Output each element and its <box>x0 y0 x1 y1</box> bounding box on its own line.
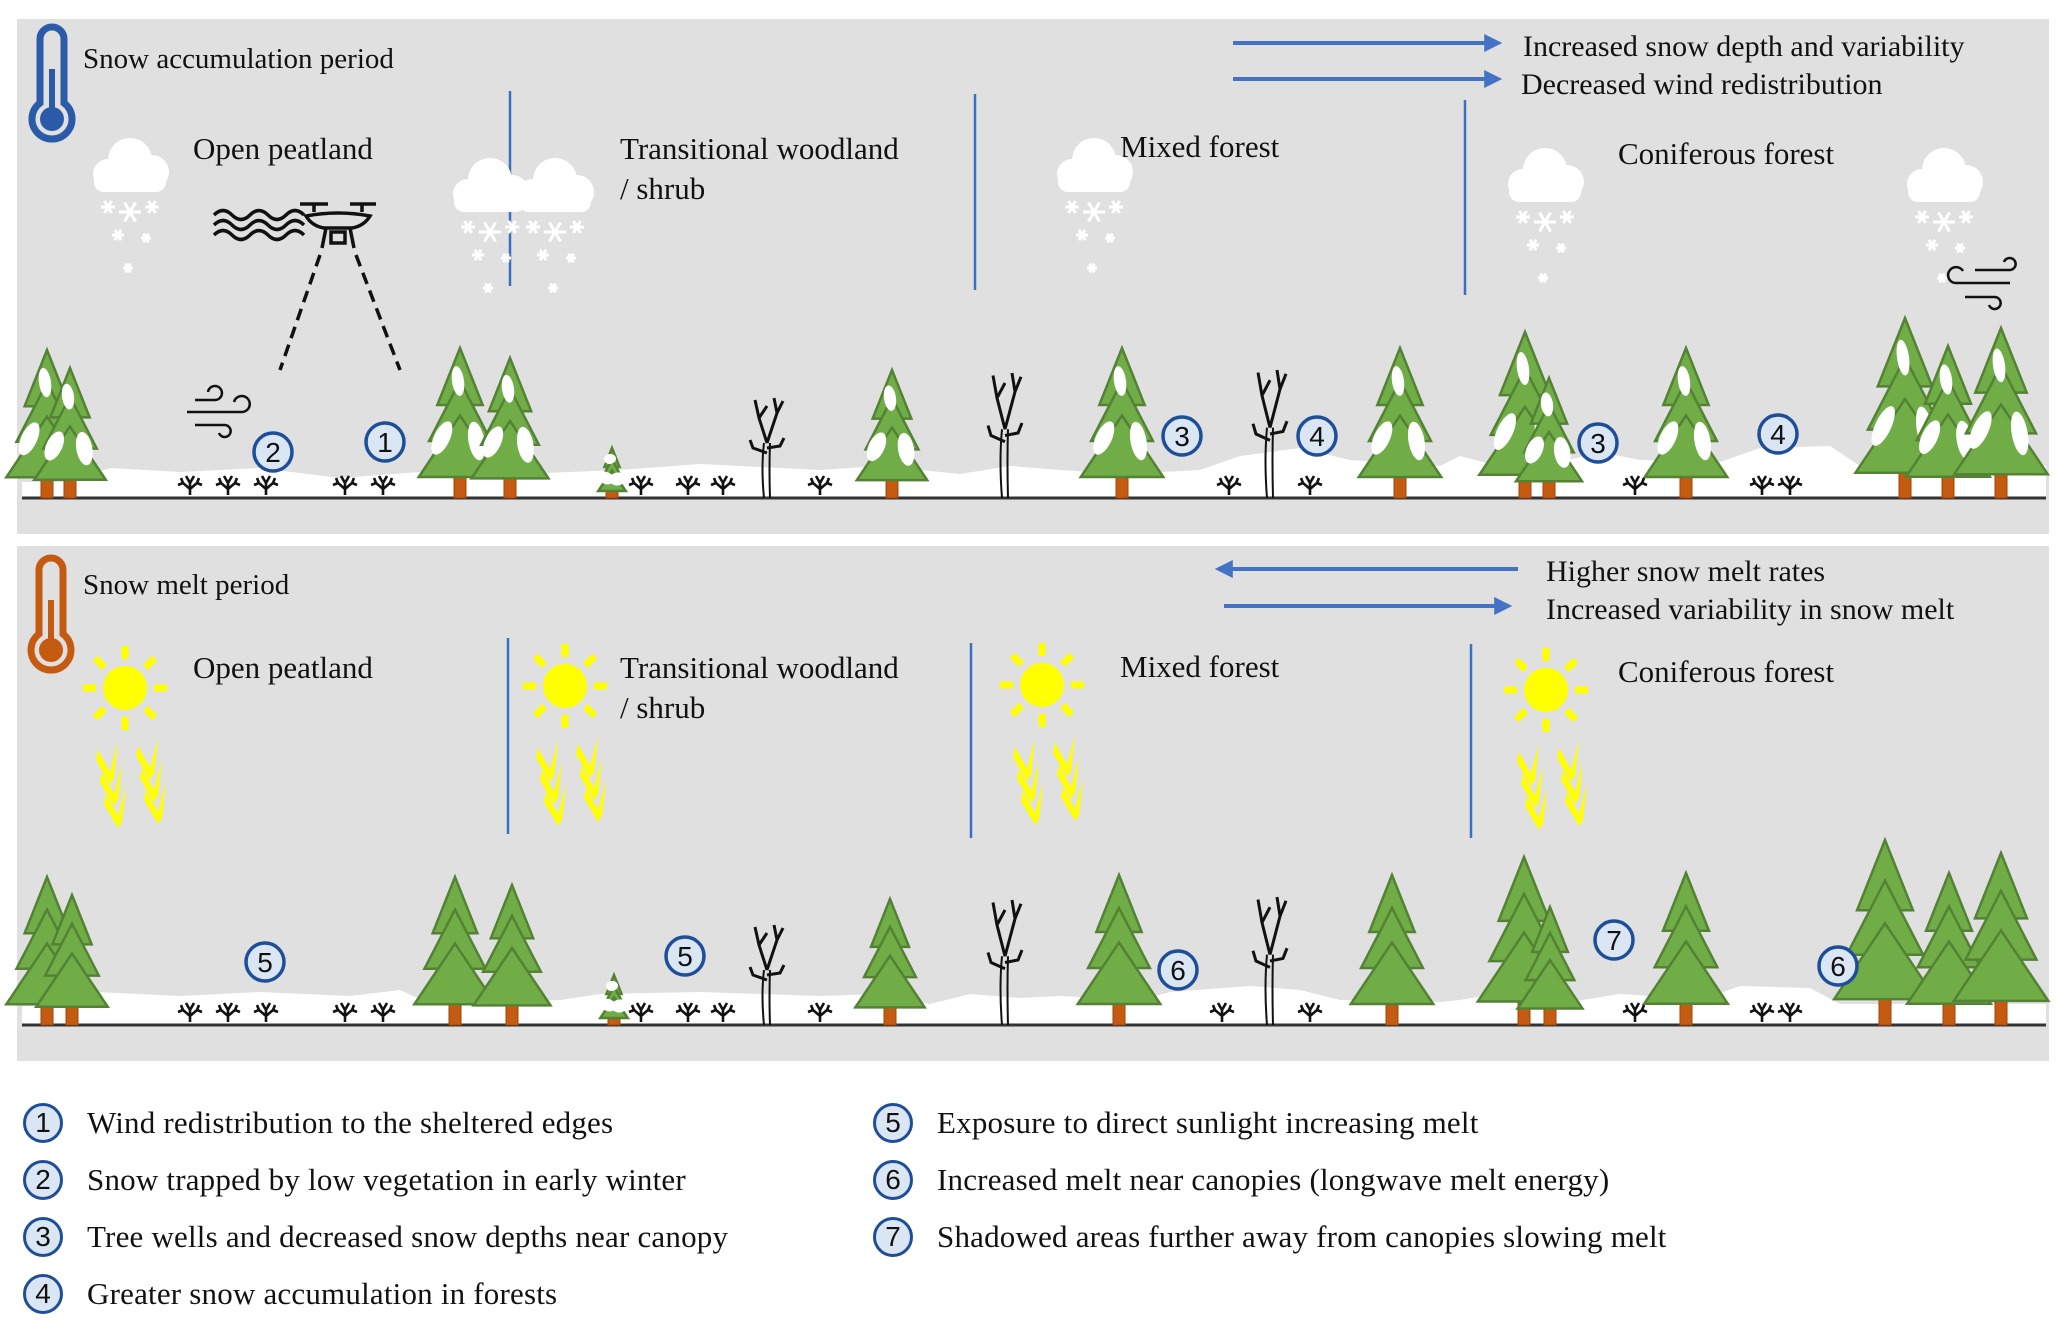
marker-number: 6 <box>1170 955 1186 986</box>
zone-label-transitional: Transitional woodland <box>620 650 899 685</box>
zone-label-transitional: Transitional woodland <box>620 131 899 166</box>
marker-badge: 6 <box>873 1160 913 1200</box>
marker-badge: 7 <box>873 1217 913 1257</box>
marker-number: 2 <box>265 437 281 468</box>
marker-badge: 4 <box>1759 415 1797 453</box>
marker-number: 7 <box>1606 925 1622 956</box>
trend-label: Increased variability in snow melt <box>1546 593 1955 626</box>
zone-label-open-peatland: Open peatland <box>193 650 373 685</box>
marker-badge: 6 <box>1819 947 1857 985</box>
legend-text: Snow trapped by low vegetation in early … <box>87 1162 686 1198</box>
legend-text: Tree wells and decreased snow depths nea… <box>87 1219 728 1255</box>
marker-badge: 3 <box>1579 424 1617 462</box>
marker-badge: 3 <box>23 1217 63 1257</box>
marker-badge: 5 <box>873 1103 913 1143</box>
sun-icon <box>1000 643 1084 727</box>
trend-label: Higher snow melt rates <box>1546 555 1825 588</box>
marker-number: 4 <box>1770 419 1786 450</box>
marker-number: 3 <box>1590 428 1606 459</box>
legend-item: 1 Wind redistribution to the sheltered ed… <box>23 1094 728 1151</box>
legend-item: 2 Snow trapped by low vegetation in early… <box>23 1151 728 1208</box>
marker-badge: 1 <box>366 423 404 461</box>
trend-label: Increased snow depth and variability <box>1523 30 1965 63</box>
zone-label-coniferous-forest: Coniferous forest <box>1618 654 1834 689</box>
marker-number: 5 <box>677 941 693 972</box>
marker-badge: 4 <box>1298 417 1336 455</box>
melt-panel: Snow melt period Open peatland Transitio… <box>6 546 2049 1061</box>
legend-text: Shadowed areas further away from canopie… <box>937 1219 1667 1255</box>
marker-badge: 2 <box>254 433 292 471</box>
melt-title: Snow melt period <box>83 569 290 601</box>
legend-text: Wind redistribution to the sheltered edg… <box>87 1105 613 1141</box>
zone-label-shrub: / shrub <box>620 690 705 725</box>
accumulation-title: Snow accumulation period <box>83 43 394 75</box>
legend-item: 4 Greater snow accumulation in forests <box>23 1265 728 1322</box>
sun-icon <box>83 646 167 730</box>
zone-label-open-peatland: Open peatland <box>193 131 373 166</box>
marker-badge: 7 <box>1595 921 1633 959</box>
legend-right: 5 Exposure to direct sunlight increasing … <box>873 1094 1667 1265</box>
marker-badge: 6 <box>1159 951 1197 989</box>
marker-number: 6 <box>1830 951 1846 982</box>
marker-badge: 5 <box>246 943 284 981</box>
zone-label-coniferous-forest: Coniferous forest <box>1618 136 1834 171</box>
zone-label-mixed-forest: Mixed forest <box>1120 129 1280 164</box>
trend-label: Decreased wind redistribution <box>1521 68 1883 101</box>
legend-text: Exposure to direct sunlight increasing m… <box>937 1105 1479 1141</box>
legend-text: Greater snow accumulation in forests <box>87 1276 557 1312</box>
legend-item: 7 Shadowed areas further away from canopi… <box>873 1208 1667 1265</box>
legend-text: Increased melt near canopies (longwave m… <box>937 1162 1609 1198</box>
marker-number: 3 <box>1174 421 1190 452</box>
zone-label-mixed-forest: Mixed forest <box>1120 649 1280 684</box>
marker-number: 1 <box>377 427 393 458</box>
legend-item: 5 Exposure to direct sunlight increasing … <box>873 1094 1667 1151</box>
marker-badge: 5 <box>666 937 704 975</box>
sun-icon <box>523 644 607 728</box>
marker-badge: 1 <box>23 1103 63 1143</box>
sun-icon <box>1504 648 1588 732</box>
marker-number: 5 <box>257 947 273 978</box>
legend-item: 3 Tree wells and decreased snow depths ne… <box>23 1208 728 1265</box>
marker-badge: 4 <box>23 1274 63 1314</box>
accumulation-panel: Snow accumulation period Open peatland T… <box>6 19 2049 534</box>
zone-label-shrub: / shrub <box>620 171 705 206</box>
legend-left: 1 Wind redistribution to the sheltered ed… <box>23 1094 728 1322</box>
marker-badge: 2 <box>23 1160 63 1200</box>
marker-number: 4 <box>1309 421 1325 452</box>
legend-item: 6 Increased melt near canopies (longwave … <box>873 1151 1667 1208</box>
marker-badge: 3 <box>1163 417 1201 455</box>
